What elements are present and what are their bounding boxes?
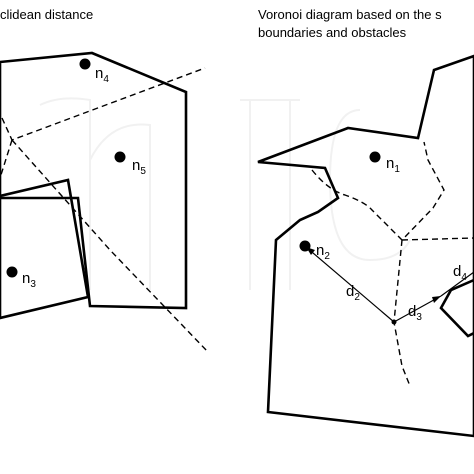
left-bisector-2 bbox=[0, 139, 13, 179]
node-n1-label: n1 bbox=[386, 155, 400, 175]
node-n2-label: n2 bbox=[316, 242, 330, 262]
node-n4-dot bbox=[79, 58, 91, 70]
node-n5-dot bbox=[114, 151, 126, 163]
right-voronoi-edge-lower bbox=[393, 239, 411, 387]
watermark bbox=[39, 97, 411, 290]
right-obstacle-polygon bbox=[439, 278, 474, 338]
left-bisector-3 bbox=[11, 139, 209, 353]
left-panel: clidean distance n4 n5 n3 bbox=[0, 7, 209, 353]
right-caption-line-2: boundaries and obstacles bbox=[258, 25, 407, 40]
right-panel: Voronoi diagram based on the s boundarie… bbox=[257, 7, 474, 438]
node-n3-label: n3 bbox=[22, 270, 36, 290]
distance-d3-arrowhead-end bbox=[432, 296, 441, 303]
node-n5-label: n5 bbox=[132, 157, 146, 177]
left-region-polygon-lower bbox=[0, 178, 90, 320]
distance-d4-label: d4 bbox=[453, 263, 467, 283]
distance-d3-label: d3 bbox=[408, 303, 422, 323]
left-region-polygon-upper bbox=[0, 51, 188, 310]
left-caption-line-1: clidean distance bbox=[0, 7, 93, 22]
right-caption-line-1: Voronoi diagram based on the s bbox=[258, 7, 442, 22]
shortest-path-meeting-point bbox=[391, 319, 397, 325]
right-boundary-polygon bbox=[257, 54, 474, 438]
distance-d2-line bbox=[305, 246, 395, 323]
node-n1-dot bbox=[369, 151, 381, 163]
right-voronoi-edge-right bbox=[401, 237, 474, 241]
node-n4-label: n4 bbox=[95, 65, 109, 85]
distance-d2-label: d2 bbox=[346, 283, 360, 303]
distance-d4-line bbox=[440, 271, 474, 297]
node-n3-dot bbox=[6, 266, 18, 278]
node-n2-dot bbox=[299, 240, 311, 252]
